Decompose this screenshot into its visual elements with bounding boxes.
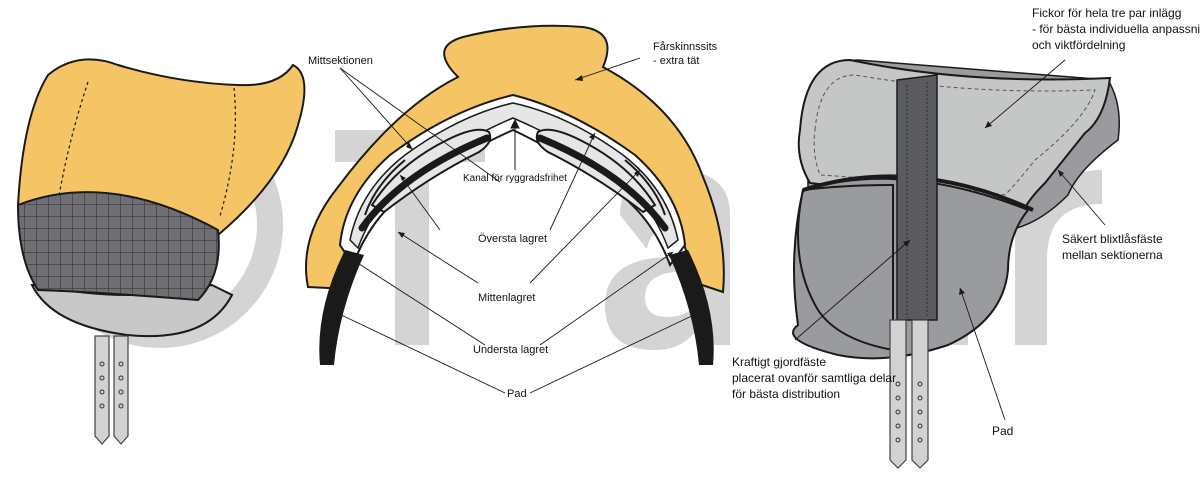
label-gjord-2: placerat ovanför samtliga delar — [732, 371, 897, 385]
label-mittsektionen: Mittsektionen — [308, 55, 373, 67]
label-blixtlas-1: Säkert blixtlåsfäste — [1062, 232, 1163, 246]
girth-strap — [896, 74, 938, 321]
label-farskinnssits-1: Fårskinnssits — [653, 41, 718, 53]
label-mittenlagret: Mittenlagret — [478, 292, 536, 304]
label-fickor-2: - för bästa individuella anpassning — [1032, 22, 1200, 36]
bottom-layer-pad — [319, 159, 714, 365]
label-gjord-3: för bästa distribution — [732, 387, 841, 401]
label-kanal: Kanal för ryggradsfrihet — [463, 173, 567, 184]
label-understa-lagret: Understa lagret — [473, 344, 549, 356]
label-fickor-3: och viktfördelning — [1032, 38, 1126, 52]
label-farskinnssits-2: - extra tät — [653, 55, 700, 67]
middle-layer — [358, 128, 669, 232]
cross-section-leader-lines — [334, 57, 701, 394]
left-pad-straps — [94, 335, 129, 445]
left-pad-grid-panel — [16, 191, 220, 302]
right-pad-leader-lines — [794, 59, 1106, 421]
label-fickor-1: Fickor för hela tre par inlägg — [1032, 6, 1182, 20]
label-pad-right: Pad — [992, 424, 1014, 438]
label-blixtlas-2: mellan sektionerna — [1062, 248, 1163, 262]
label-pad-center: Pad — [507, 388, 527, 400]
right-pad-straps — [889, 319, 929, 469]
label-oversta-lagret: Översta lagret — [478, 233, 548, 245]
label-gjord-1: Kraftigt gjordfäste — [732, 355, 827, 369]
